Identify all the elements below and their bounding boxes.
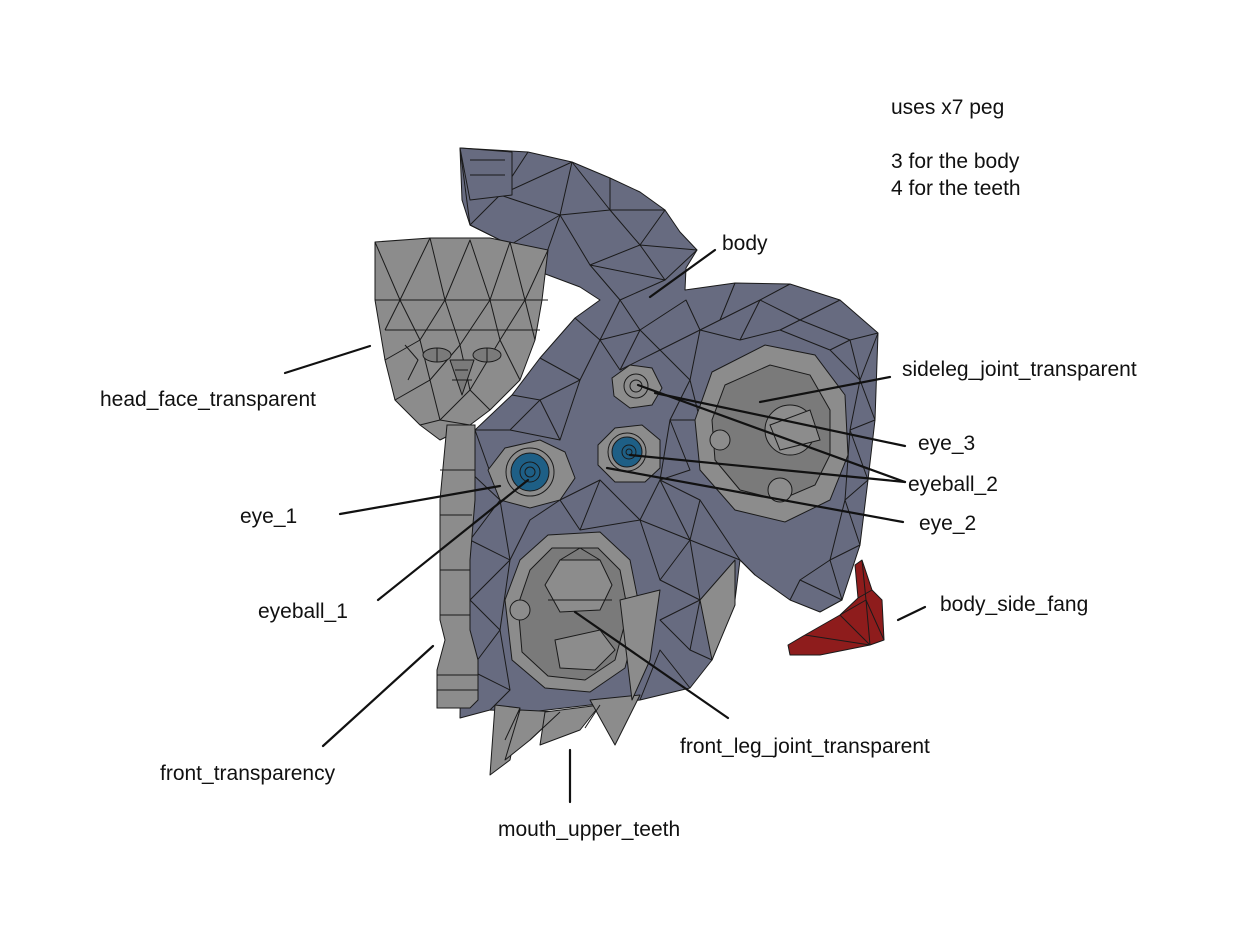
label-mouth-upper-teeth: mouth_upper_teeth xyxy=(498,818,680,841)
body-side-fang-part xyxy=(787,559,885,656)
mouth-upper-teeth-part xyxy=(489,559,736,776)
label-sideleg-joint-transparent: sideleg_joint_transparent xyxy=(902,358,1137,381)
label-eye-1: eye_1 xyxy=(240,505,297,528)
leader-body-side-fang xyxy=(896,605,927,622)
leader-eyeball-2-b xyxy=(628,453,907,484)
note-peg-count: uses x7 peg xyxy=(891,96,1005,119)
leader-eye-3 xyxy=(653,391,907,448)
label-eye-3: eye_3 xyxy=(918,432,975,455)
eye-3-part xyxy=(611,364,663,409)
label-front-transparency: front_transparency xyxy=(160,762,336,785)
eyeball-2-part xyxy=(611,436,643,468)
label-eyeball-2: eyeball_2 xyxy=(908,473,998,496)
leader-front-transparency xyxy=(321,644,435,748)
eyeball-1-part xyxy=(510,452,550,492)
leader-lines xyxy=(283,248,927,804)
leader-body xyxy=(648,248,717,299)
label-body: body xyxy=(722,232,768,255)
leader-eyeball-2-a xyxy=(636,383,907,484)
label-body-side-fang: body_side_fang xyxy=(940,593,1088,616)
front-leg-joint-transparent-part xyxy=(504,531,641,693)
leader-head-face-transparent xyxy=(283,344,372,375)
leader-sideleg-joint-transparent xyxy=(758,375,892,404)
note-body-pegs: 3 for the body xyxy=(891,150,1020,173)
label-front-leg-joint-transparent: front_leg_joint_transparent xyxy=(680,735,930,758)
labels: body head_face_transparent sideleg_joint… xyxy=(100,232,1137,841)
leader-eyeball-1 xyxy=(376,478,530,602)
leader-eye-1 xyxy=(338,484,502,516)
label-eyeball-1: eyeball_1 xyxy=(258,600,348,623)
leader-eye-2 xyxy=(605,466,905,524)
head-face-transparent-part xyxy=(374,237,549,441)
label-head-face-transparent: head_face_transparent xyxy=(100,388,316,411)
leader-front-leg-joint-transparent xyxy=(573,610,730,720)
note-teeth-pegs: 4 for the teeth xyxy=(891,177,1021,200)
label-eye-2: eye_2 xyxy=(919,512,976,535)
